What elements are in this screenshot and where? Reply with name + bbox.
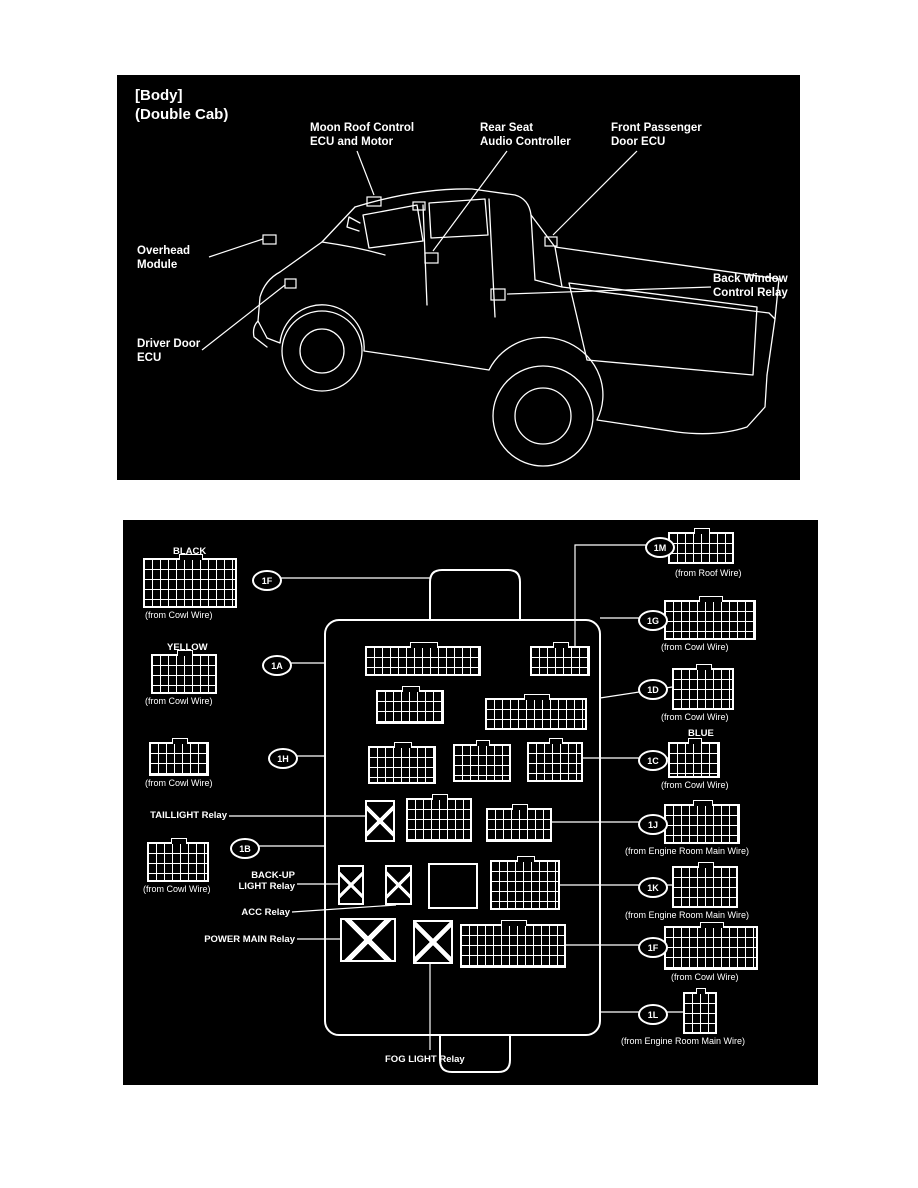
label-back-window-control-relay: Back Window Control Relay [713,273,788,299]
connector-1j [664,800,740,844]
label-overhead-module: Overhead Module [137,245,191,271]
jb-connector-grid-7 [527,738,583,782]
connector-1g [664,596,756,640]
jb-connector-grid-6 [453,740,511,782]
fog-light-relay [413,920,453,964]
connector-1k [672,862,738,908]
connector-tag-1j: 1J [638,814,668,835]
jb-connector-grid-10 [490,856,560,910]
connector-1l [683,988,717,1034]
connector-1f-left [143,554,237,608]
connector-tag-1g: 1G [638,610,668,631]
taillight-relay [365,800,395,842]
label-moon-roof-control-ecu: Moon Roof Control ECU and Motor [310,122,415,148]
connector-tag-1f-left: 1F [252,570,282,591]
connector-tag-1d: 1D [638,679,668,700]
caption-1g: (from Cowl Wire) [661,642,729,652]
truck-line-art [201,150,780,467]
connector-tag-1f-right: 1F [638,937,668,958]
caption-1j: (from Engine Room Main Wire) [625,846,750,856]
caption-1d: (from Cowl Wire) [661,712,729,722]
label-front-passenger-door-ecu: Front Passenger Door ECU [611,122,702,148]
connector-1m [668,528,734,564]
label-acc-relay: ACC Relay [241,907,290,918]
connector-1c [668,738,720,778]
page-title: [Body] (Double Cab) [135,87,229,123]
label-power-main-relay: POWER MAIN Relay [204,934,295,945]
jb-blank-slot [428,863,478,909]
jb-connector-grid-9 [486,804,552,842]
label-taillight-relay: TAILLIGHT Relay [150,810,227,821]
connector-1f-right [664,922,758,970]
caption-1f-left: (from Cowl Wire) [145,610,213,620]
connector-tag-1h: 1H [268,748,298,769]
connector-color-blue: BLUE [688,728,714,739]
connector-tag-1m: 1M [645,537,675,558]
caption-1b: (from Cowl Wire) [143,884,211,894]
caption-1a: (from Cowl Wire) [145,696,213,706]
connector-tag-1c: 1C [638,750,668,771]
label-driver-door-ecu: Driver Door ECU [137,338,201,364]
caption-1m: (from Roof Wire) [675,568,742,578]
connector-tag-1b: 1B [230,838,260,859]
connector-tag-1a: 1A [262,655,292,676]
caption-1f-right: (from Cowl Wire) [671,972,739,982]
connector-color-black: BLACK [173,546,207,557]
body-location-diagram: [Body] (Double Cab) Moon Roof Control EC… [117,75,800,480]
connector-1a [151,650,217,694]
jb-connector-grid-5 [368,742,436,784]
label-backup-light-relay: BACK-UP LIGHT Relay [238,870,296,892]
jb-connector-grid-4 [485,694,587,730]
jb-connector-grid-11 [460,920,566,968]
connector-1b [147,838,209,882]
backup-light-relay [338,865,364,905]
junction-block-line-art [229,544,683,1073]
caption-1c: (from Cowl Wire) [661,780,729,790]
caption-1l: (from Engine Room Main Wire) [621,1036,746,1046]
jb-connector-grid-3 [376,686,444,724]
jb-connector-grid-1 [365,642,481,676]
jb-connector-grid-8 [406,794,472,842]
connector-tag-1k: 1K [638,877,668,898]
caption-1h: (from Cowl Wire) [145,778,213,788]
connector-1d [672,664,734,710]
label-rear-seat-audio-controller: Rear Seat Audio Controller [480,122,571,148]
caption-1k: (from Engine Room Main Wire) [625,910,750,920]
acc-relay [385,865,412,905]
connector-color-yellow: YELLOW [167,642,208,653]
label-fog-light-relay: FOG LIGHT Relay [385,1054,465,1065]
jb-connector-grid-2 [530,642,590,676]
junction-block-diagram: BLACK (from Cowl Wire) 1F YELLOW (from C… [123,520,818,1085]
connector-1h [149,738,209,776]
connector-tag-1l: 1L [638,1004,668,1025]
power-main-relay [340,918,396,962]
